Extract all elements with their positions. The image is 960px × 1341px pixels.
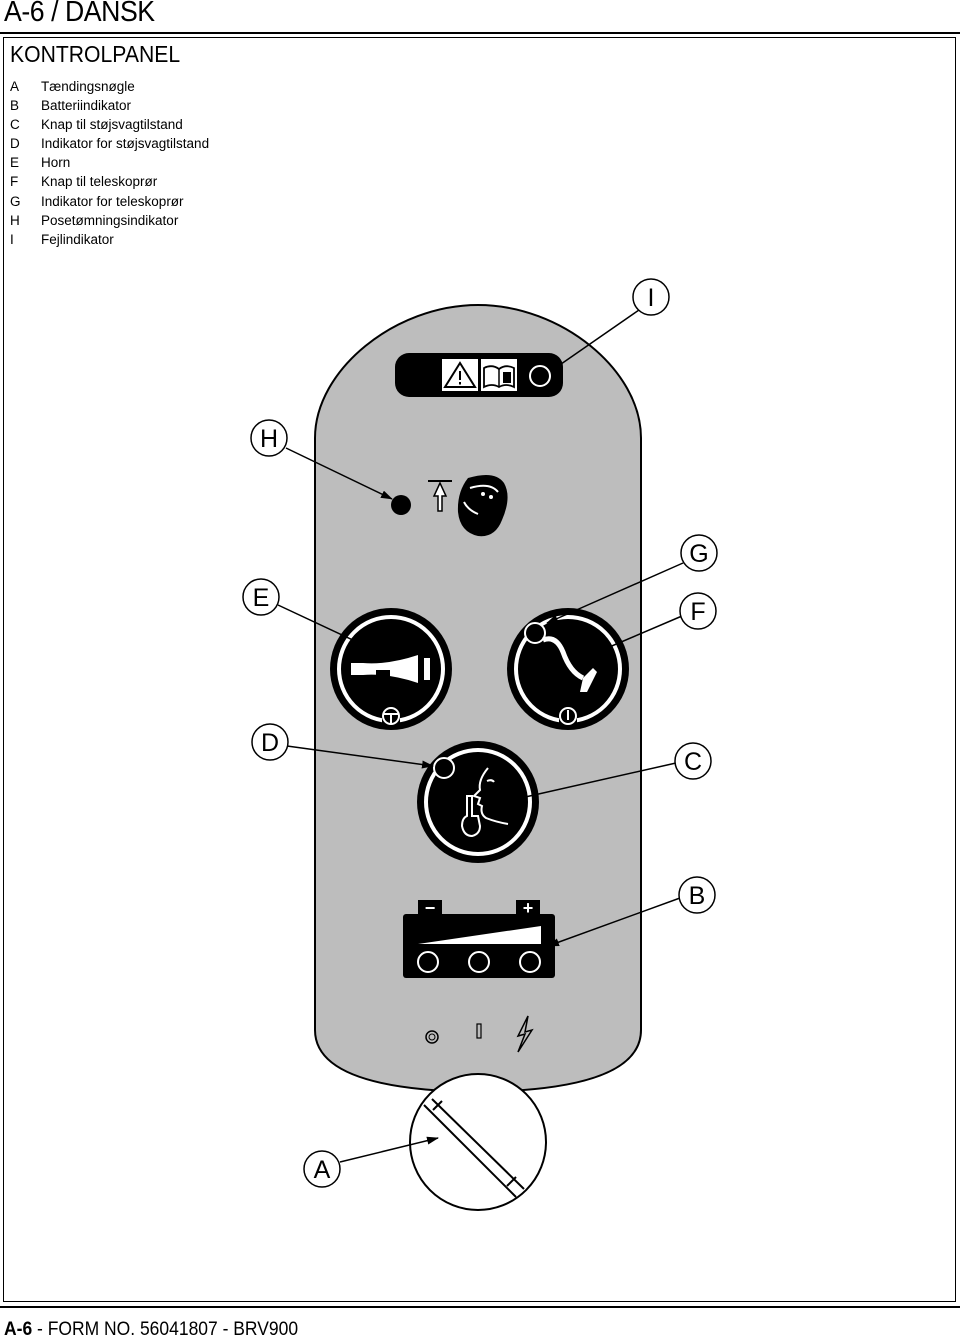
callout-E: E (242, 578, 280, 616)
wand-indicator-light (524, 622, 546, 644)
callout-A: A (303, 1150, 341, 1188)
callout-D: D (251, 723, 289, 761)
legend-text: Knap til teleskoprør (41, 174, 158, 190)
legend-letter: F (10, 174, 19, 190)
legend-item: G Indikator for teleskoprør (10, 192, 209, 211)
manual-icon (483, 365, 515, 389)
callout-label: I (648, 284, 655, 312)
legend-item: A Tændingsnøgle (10, 77, 209, 96)
battery-led-1 (417, 951, 439, 973)
legend-text: Indikator for teleskoprør (41, 193, 184, 209)
finger-icon (460, 795, 482, 838)
callout-F: F (679, 592, 717, 630)
bag-indicator-light (391, 495, 411, 515)
callout-label: G (689, 540, 708, 568)
page-title: A-6 / DANSK (4, 0, 155, 28)
legend-letter: D (10, 136, 20, 152)
battery-led-2 (468, 951, 490, 973)
callout-label: B (689, 882, 706, 910)
fault-indicator-light (529, 365, 551, 387)
legend-list: A Tændingsnøgle B Batteriindikator C Knap t… (10, 77, 209, 249)
legend-letter: H (10, 212, 20, 228)
quiet-face-icon (472, 767, 509, 825)
legend-letter: B (10, 98, 20, 114)
warning-icon (443, 361, 477, 388)
on-position-icon (476, 1023, 482, 1039)
footer-rule (0, 1306, 960, 1308)
legend-letter: C (10, 117, 20, 133)
power-icon (559, 707, 577, 725)
legend-item: B Batteriindikator (10, 96, 209, 115)
steering-wheel-icon (382, 707, 400, 725)
ignition-key[interactable] (409, 1073, 547, 1211)
battery-plus-symbol: + (523, 898, 534, 918)
off-position-icon (425, 1030, 439, 1044)
bag-indicator-group (391, 474, 508, 537)
footer-form-number: - FORM NO. 56041807 - BRV900 (32, 1319, 299, 1340)
horn-icon (351, 655, 430, 683)
callout-label: F (690, 598, 705, 626)
horn-button[interactable] (330, 608, 452, 730)
key-position-symbols (425, 1015, 534, 1053)
page-footer: A-6 - FORM NO. 56041807 - BRV900 (4, 1319, 298, 1341)
fault-indicator-panel (395, 353, 563, 397)
legend-text: Batteriindikator (41, 98, 132, 114)
header-rule (0, 32, 960, 34)
start-bolt-icon (516, 1015, 534, 1053)
callout-label: C (684, 748, 702, 776)
content-frame (3, 37, 956, 1302)
callout-G: G (680, 534, 718, 572)
callout-B: B (678, 876, 716, 914)
legend-text: Horn (41, 155, 71, 171)
callout-label: D (261, 729, 279, 757)
legend-item: I Fejlindikator (10, 230, 209, 249)
section-title: KONTROLPANEL (10, 41, 181, 67)
callout-I: I (632, 278, 670, 316)
legend-letter: I (10, 231, 14, 247)
key-slot-icon (423, 1098, 525, 1198)
callout-C: C (674, 742, 712, 780)
wand-hose-icon (542, 636, 585, 681)
quiet-mode-indicator-light (433, 757, 455, 779)
battery-minus-symbol: − (425, 898, 436, 918)
legend-item: C Knap til støjsvagtilstand (10, 115, 209, 134)
callout-H: H (250, 419, 288, 457)
quiet-mode-button[interactable] (417, 741, 539, 863)
legend-item: H Posetømningsindikator (10, 211, 209, 230)
legend-item: D Indikator for støjsvagtilstand (10, 134, 209, 153)
legend-text: Knap til støjsvagtilstand (41, 117, 183, 133)
callout-label: E (253, 584, 270, 612)
legend-text: Posetømningsindikator (41, 212, 179, 228)
callout-label: A (314, 1156, 331, 1184)
legend-letter: E (10, 155, 20, 171)
legend-item: F Knap til teleskoprør (10, 172, 209, 191)
legend-text: Tændingsnøgle (41, 79, 135, 94)
battery-led-3 (519, 951, 541, 973)
legend-letter: A (10, 79, 20, 94)
legend-text: Fejlindikator (41, 231, 114, 247)
legend-letter: G (10, 193, 21, 209)
bag-up-arrow-icon (432, 481, 448, 512)
callout-leaders (277, 309, 684, 1163)
battery-level-ramp (418, 926, 541, 944)
legend-item: E Horn (10, 153, 209, 172)
callout-label: H (260, 425, 278, 453)
legend-text: Indikator for støjsvagtilstand (41, 136, 210, 152)
battery-indicator: − + (403, 898, 555, 978)
wand-button[interactable] (507, 608, 629, 730)
footer-page-number: A-6 (4, 1319, 33, 1340)
